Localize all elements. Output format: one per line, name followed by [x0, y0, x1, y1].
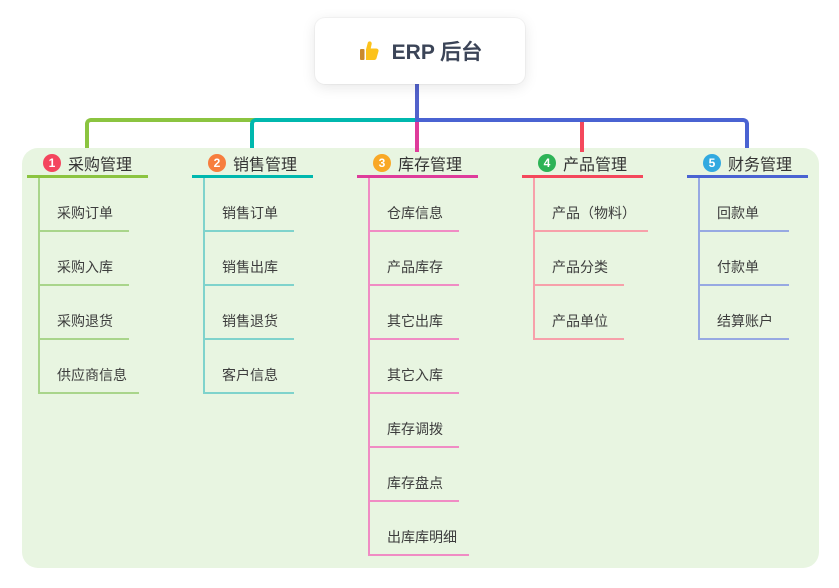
child-node[interactable]: 采购入库: [40, 232, 129, 286]
thumbs-up-icon: [358, 39, 382, 63]
child-label: 仓库信息: [387, 205, 443, 221]
child-label: 产品分类: [552, 259, 608, 275]
child-node[interactable]: 供应商信息: [40, 340, 139, 394]
branches-panel: [22, 148, 819, 568]
branch-header[interactable]: 2 销售管理: [192, 150, 313, 178]
branch-connector: [250, 118, 419, 148]
child-node[interactable]: 其它出库: [370, 286, 459, 340]
child-label: 采购退货: [57, 313, 113, 329]
branch-label: 产品管理: [563, 156, 628, 174]
child-node[interactable]: 采购退货: [40, 286, 129, 340]
child-label: 库存盘点: [387, 475, 443, 491]
branch-column: 3 库存管理 仓库信息 产品库存 其它出库 其它入库 库存调拨 库存盘点 出库库…: [357, 150, 517, 556]
child-label: 销售订单: [222, 205, 278, 221]
branch-connector: [580, 121, 584, 152]
child-label: 客户信息: [222, 367, 278, 383]
child-node[interactable]: 产品库存: [370, 232, 459, 286]
branch-number-badge: 2: [208, 153, 226, 172]
branch-number-badge: 4: [538, 153, 556, 172]
child-label: 销售出库: [222, 259, 278, 275]
branch-column: 2 销售管理 销售订单 销售出库 销售退货 客户信息: [192, 150, 352, 394]
branch-header[interactable]: 3 库存管理: [357, 150, 478, 178]
child-label: 其它出库: [387, 313, 443, 329]
child-node[interactable]: 其它入库: [370, 340, 459, 394]
child-node[interactable]: 产品（物料）: [535, 178, 648, 232]
child-label: 回款单: [717, 205, 759, 221]
child-node[interactable]: 结算账户: [700, 286, 789, 340]
child-label: 结算账户: [717, 313, 773, 329]
child-label: 采购订单: [57, 205, 113, 221]
branch-connector: [415, 120, 419, 152]
branch-children: 产品（物料） 产品分类 产品单位: [533, 178, 648, 340]
branch-children: 回款单 付款单 结算账户: [698, 178, 789, 340]
branch-children: 仓库信息 产品库存 其它出库 其它入库 库存调拨 库存盘点 出库库明细: [368, 178, 469, 556]
branch-column: 4 产品管理 产品（物料） 产品分类 产品单位: [522, 150, 682, 340]
child-node[interactable]: 采购订单: [40, 178, 129, 232]
branch-header[interactable]: 4 产品管理: [522, 150, 643, 178]
branch-column: 1 采购管理 采购订单 采购入库 采购退货 供应商信息: [27, 150, 187, 394]
child-label: 付款单: [717, 259, 759, 275]
child-node[interactable]: 库存调拨: [370, 394, 459, 448]
branch-header[interactable]: 5 财务管理: [687, 150, 808, 178]
branch-header[interactable]: 1 采购管理: [27, 150, 148, 178]
child-label: 其它入库: [387, 367, 443, 383]
child-node[interactable]: 仓库信息: [370, 178, 459, 232]
root-label: ERP 后台: [391, 41, 483, 64]
branch-number-badge: 1: [43, 153, 61, 172]
branch-connector: [415, 118, 749, 148]
branch-label: 采购管理: [68, 156, 133, 174]
child-node[interactable]: 客户信息: [205, 340, 294, 394]
branch-label: 销售管理: [233, 156, 298, 174]
root-node[interactable]: ERP 后台: [315, 18, 525, 84]
branch-number-badge: 5: [703, 153, 721, 172]
child-label: 产品（物料）: [552, 205, 636, 221]
branch-number-badge: 3: [373, 153, 391, 172]
branch-children: 销售订单 销售出库 销售退货 客户信息: [203, 178, 294, 394]
branch-label: 财务管理: [728, 156, 793, 174]
branch-children: 采购订单 采购入库 采购退货 供应商信息: [38, 178, 139, 394]
child-label: 产品库存: [387, 259, 443, 275]
child-node[interactable]: 出库库明细: [370, 502, 469, 556]
child-node[interactable]: 回款单: [700, 178, 789, 232]
child-node[interactable]: 销售出库: [205, 232, 294, 286]
child-node[interactable]: 销售订单: [205, 178, 294, 232]
branch-column: 5 财务管理 回款单 付款单 结算账户: [687, 150, 839, 340]
child-label: 供应商信息: [57, 367, 127, 383]
child-label: 产品单位: [552, 313, 608, 329]
child-label: 出库库明细: [387, 529, 457, 545]
root-connector-line: [415, 83, 419, 120]
child-label: 销售退货: [222, 313, 278, 329]
child-label: 库存调拨: [387, 421, 443, 437]
child-node[interactable]: 销售退货: [205, 286, 294, 340]
child-node[interactable]: 付款单: [700, 232, 789, 286]
child-node[interactable]: 产品单位: [535, 286, 624, 340]
child-node[interactable]: 库存盘点: [370, 448, 459, 502]
child-node[interactable]: 产品分类: [535, 232, 624, 286]
branch-label: 库存管理: [398, 156, 463, 174]
child-label: 采购入库: [57, 259, 113, 275]
